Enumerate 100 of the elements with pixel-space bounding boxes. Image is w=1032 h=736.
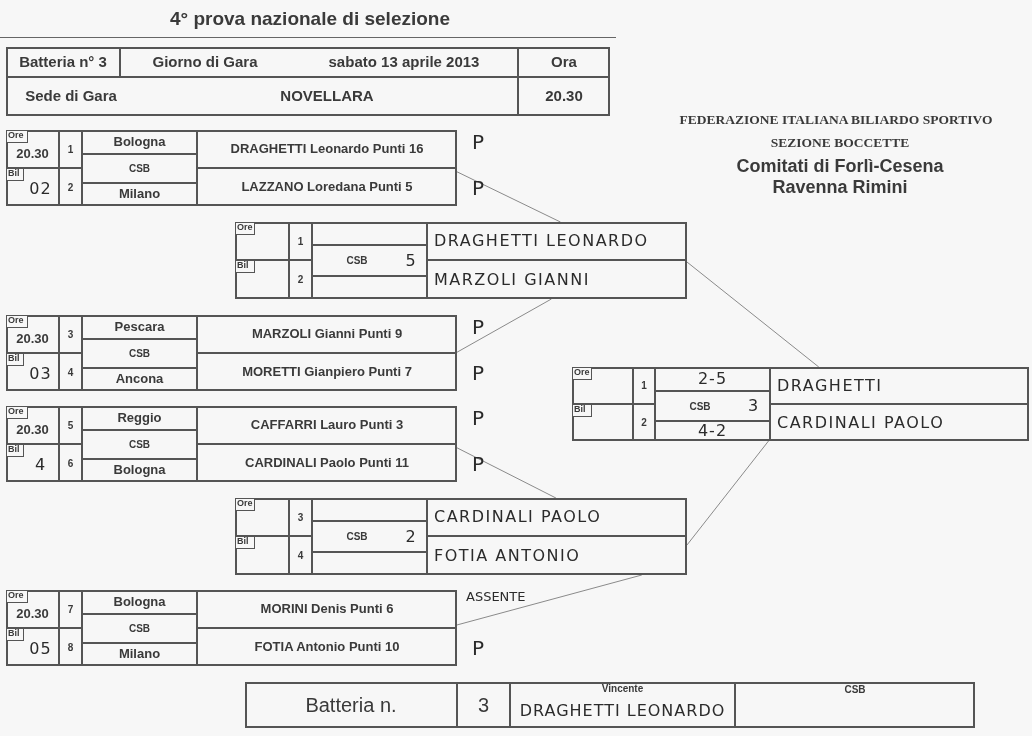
field-label: Ore <box>6 315 28 328</box>
field-label: Bil <box>235 260 255 273</box>
handwritten-name: DRAGHETTI LEONARDO <box>427 222 687 260</box>
form-value: NOVELLARA <box>279 86 375 107</box>
score: 3 <box>746 395 761 418</box>
seed-number: 2 <box>59 168 82 206</box>
committee-name: Comitati di Forlì-Cesena Ravenna Rimini <box>735 156 945 198</box>
player-entry: FOTIA Antonio Punti 10 <box>197 628 457 666</box>
table-number: 4 <box>33 454 48 477</box>
field-label: Bil <box>572 404 592 417</box>
handwritten-mark: P <box>472 406 485 430</box>
final-match-card <box>572 367 1029 441</box>
club-name: Bologna <box>82 590 197 614</box>
form-field: Batteria n° 3 <box>6 47 120 77</box>
connector-line <box>456 171 561 223</box>
handwritten-name: DRAGHETTI LEONARDO <box>518 700 727 723</box>
connector-line <box>686 261 820 368</box>
field-label: Ore <box>6 406 28 419</box>
form-field: Ora <box>518 47 610 77</box>
seed-number: 3 <box>59 315 82 353</box>
federation-name: FEDERAZIONE ITALIANA BILIARDO SPORTIVO <box>678 112 994 128</box>
header-table <box>6 47 610 116</box>
handwritten-mark: P <box>472 176 485 200</box>
table-number: 02 <box>28 178 53 201</box>
club-name: Reggio <box>82 406 197 430</box>
handwritten-mark: P <box>472 130 485 154</box>
start-time: 20.30 <box>15 329 50 348</box>
score: 5 <box>404 249 418 272</box>
connector-line <box>456 298 552 353</box>
form-value: 3 <box>457 682 510 728</box>
table-number: 05 <box>28 638 53 661</box>
player-entry: MARZOLI Gianni Punti 9 <box>197 315 457 353</box>
player-entry: LAZZANO Loredana Punti 5 <box>197 168 457 206</box>
handwritten-mark: P <box>472 361 485 385</box>
seed-number: 3 <box>289 498 312 536</box>
field-label: Bil <box>6 444 24 457</box>
field-label: Bil <box>6 353 24 366</box>
field-label: Bil <box>6 628 24 641</box>
match-card <box>235 222 687 299</box>
player-entry: CAFFARRI Lauro Punti 3 <box>197 406 457 444</box>
handwritten-name: CARDINALI PAOLO <box>770 404 1029 441</box>
club-name: Ancona <box>82 368 197 391</box>
player-entry: CARDINALI Paolo Punti 11 <box>197 444 457 482</box>
start-time: 20.30 <box>15 604 50 623</box>
club-name: CSB <box>82 614 197 643</box>
seed-number: 2 <box>289 260 312 299</box>
connector-line <box>456 447 557 499</box>
seed-number: 1 <box>633 367 655 404</box>
player-entry: DRAGHETTI Leonardo Punti 16 <box>197 130 457 168</box>
field-label: Ore <box>572 367 592 380</box>
club-name: Pescara <box>82 315 197 339</box>
score: 2-5 <box>655 367 770 391</box>
start-time: 20.30 <box>15 144 50 163</box>
score: 4-2 <box>655 421 770 441</box>
club-name: Bologna <box>82 459 197 482</box>
score: 2 <box>404 525 418 548</box>
form-field: Giorno di Gara <box>120 47 290 77</box>
club-name: CSB <box>688 399 712 414</box>
field-label: Ore <box>235 222 255 235</box>
field-label: Ore <box>6 130 28 143</box>
handwritten-mark: ASSENTE <box>466 588 526 605</box>
column-heading: Vincente <box>600 682 645 695</box>
club-name: Bologna <box>82 130 197 154</box>
handwritten-name: DRAGHETTI <box>770 367 1029 404</box>
seed-number: 5 <box>59 406 82 444</box>
start-time: 20.30 <box>15 420 50 439</box>
club-name: Milano <box>82 643 197 666</box>
club-name: Milano <box>82 183 197 206</box>
seed-number: 1 <box>289 222 312 260</box>
player-entry: MORINI Denis Punti 6 <box>197 590 457 628</box>
seed-number: 6 <box>59 444 82 482</box>
form-field: Sede di Gara <box>6 77 136 116</box>
handwritten-mark: P <box>472 452 485 476</box>
player-entry: MORETTI Gianpiero Punti 7 <box>197 353 457 391</box>
connector-line <box>686 440 769 546</box>
form-value: 20.30 <box>518 77 610 116</box>
club-name: CSB <box>82 339 197 368</box>
handwritten-name: FOTIA ANTONIO <box>427 536 687 575</box>
field-label: Ore <box>6 590 28 603</box>
column-heading: CSB <box>843 682 867 696</box>
seed-number: 1 <box>59 130 82 168</box>
seed-number: 7 <box>59 590 82 628</box>
club-name: CSB <box>82 154 197 183</box>
club-name: CSB <box>345 254 369 268</box>
seed-number: 4 <box>289 536 312 575</box>
connector-line <box>456 574 643 626</box>
handwritten-name: MARZOLI GIANNI <box>427 260 687 299</box>
page-title: 4° prova nazionale di selezione <box>169 8 451 30</box>
seed-number: 2 <box>633 404 655 441</box>
field-label: Ore <box>235 498 255 511</box>
seed-number: 8 <box>59 628 82 666</box>
handwritten-name: CARDINALI PAOLO <box>427 498 687 536</box>
result-table <box>245 682 975 728</box>
form-value: sabato 13 aprile 2013 <box>327 51 481 72</box>
handwritten-mark: P <box>472 636 485 660</box>
handwritten-mark: P <box>472 315 485 339</box>
match-card <box>235 498 687 575</box>
section-name: SEZIONE BOCCETTE <box>769 135 911 151</box>
club-name: CSB <box>345 530 369 544</box>
field-label: Bil <box>235 536 255 549</box>
